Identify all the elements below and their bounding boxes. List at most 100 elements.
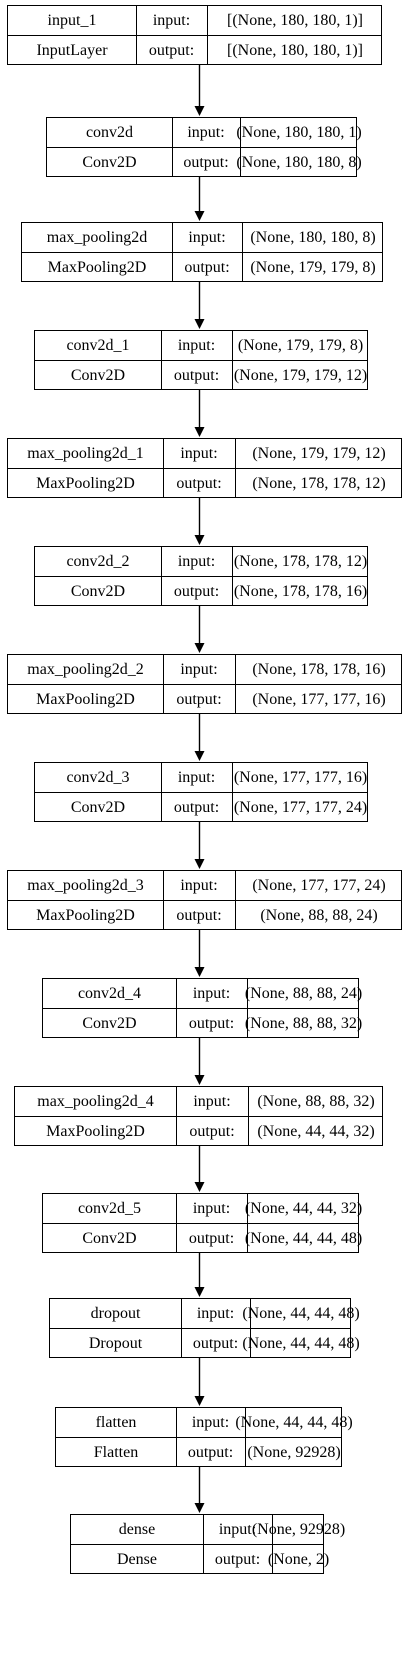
layer-name: max_pooling2d_4 <box>37 1093 154 1110</box>
column-divider <box>235 871 236 929</box>
output-label: output: <box>183 154 229 171</box>
layer-name: conv2d_2 <box>66 553 130 570</box>
output-shape: (None, 88, 88, 32) <box>244 1015 363 1032</box>
arrowhead-icon <box>194 1182 205 1192</box>
row-divider <box>47 147 356 148</box>
row-divider <box>35 792 367 793</box>
row-divider <box>43 1008 358 1009</box>
row-divider <box>8 35 381 36</box>
input-shape: (None, 180, 180, 1) <box>236 124 362 141</box>
column-divider <box>207 6 208 64</box>
output-shape: (None, 178, 178, 16) <box>233 583 368 600</box>
input-label: input: <box>188 229 226 246</box>
layer-type: Conv2D <box>82 1230 137 1247</box>
input-shape: (None, 177, 177, 24) <box>252 877 386 894</box>
input-shape: (None, 178, 178, 12) <box>233 553 368 570</box>
arrowhead-icon <box>194 1503 205 1513</box>
column-divider <box>161 331 162 389</box>
column-divider <box>247 979 248 1037</box>
layer-type: MaxPooling2D <box>36 907 135 924</box>
row-divider <box>50 1328 350 1329</box>
input-label: input: <box>180 877 218 894</box>
output-shape: [(None, 180, 180, 1)] <box>227 42 363 59</box>
layer-name: max_pooling2d_3 <box>27 877 144 894</box>
output-shape: (None, 44, 44, 32) <box>257 1123 375 1140</box>
layer-type: Dense <box>117 1551 157 1568</box>
layer-type: Dropout <box>88 1335 143 1352</box>
output-shape: (None, 177, 177, 16) <box>252 691 386 708</box>
row-divider <box>22 252 382 253</box>
input-shape: (None, 179, 179, 12) <box>252 445 386 462</box>
output-label: output: <box>148 42 195 59</box>
output-label: output: <box>173 367 220 384</box>
input-shape: [(None, 180, 180, 1)] <box>227 12 363 29</box>
column-divider <box>245 1408 246 1466</box>
layer-name: max_pooling2d <box>46 229 148 246</box>
output-shape: (None, 44, 44, 48) <box>244 1230 363 1247</box>
row-divider <box>56 1437 341 1438</box>
column-divider <box>172 118 173 176</box>
arrowhead-icon <box>194 106 205 116</box>
input-label: input: <box>180 661 218 678</box>
input-shape: (None, 177, 177, 16) <box>233 769 368 786</box>
input-shape: (None, 179, 179, 8) <box>237 337 364 354</box>
column-divider <box>163 871 164 929</box>
arrowhead-icon <box>194 967 205 977</box>
input-label: input: <box>177 769 216 786</box>
layer-type: Flatten <box>93 1444 139 1461</box>
output-label: output: <box>187 1444 234 1461</box>
layer-type: Conv2D <box>70 583 126 600</box>
input-shape: (None, 88, 88, 24) <box>244 985 363 1002</box>
layer-name: max_pooling2d_2 <box>27 661 144 678</box>
column-divider <box>176 1408 177 1466</box>
row-divider <box>43 1223 358 1224</box>
column-divider <box>235 439 236 497</box>
output-shape: (None, 180, 180, 8) <box>236 154 362 171</box>
column-divider <box>242 223 243 281</box>
input-shape: (None, 44, 44, 48) <box>242 1305 360 1322</box>
output-label: output: <box>173 583 220 600</box>
column-divider <box>161 763 162 821</box>
output-label: output: <box>188 1230 235 1247</box>
arrowhead-icon <box>194 1287 205 1297</box>
layer-name: conv2d <box>85 124 134 141</box>
column-divider <box>161 547 162 605</box>
output-label: output: <box>189 1123 235 1140</box>
column-divider <box>232 547 233 605</box>
layer-type: MaxPooling2D <box>36 475 135 492</box>
row-divider <box>35 360 367 361</box>
arrowhead-icon <box>194 535 205 545</box>
input-shape: (None, 92928) <box>251 1521 346 1538</box>
layer-type: Conv2D <box>82 1015 137 1032</box>
layer-type: MaxPooling2D <box>47 259 147 276</box>
layer-name: dropout <box>90 1305 141 1322</box>
output-shape: (None, 177, 177, 24) <box>233 799 368 816</box>
layer-name: dense <box>118 1521 156 1538</box>
column-divider <box>163 655 164 713</box>
layer-name: conv2d_5 <box>77 1200 142 1217</box>
arrowhead-icon <box>194 643 205 653</box>
column-divider <box>247 1194 248 1252</box>
input-shape: (None, 44, 44, 48) <box>235 1414 353 1431</box>
column-divider <box>172 223 173 281</box>
column-divider <box>176 979 177 1037</box>
layer-type: InputLayer <box>36 42 108 59</box>
row-divider <box>8 684 401 685</box>
row-divider <box>71 1544 323 1545</box>
layer-name: conv2d_1 <box>66 337 130 354</box>
layer-type: MaxPooling2D <box>36 691 135 708</box>
arrowhead-icon <box>194 751 205 761</box>
